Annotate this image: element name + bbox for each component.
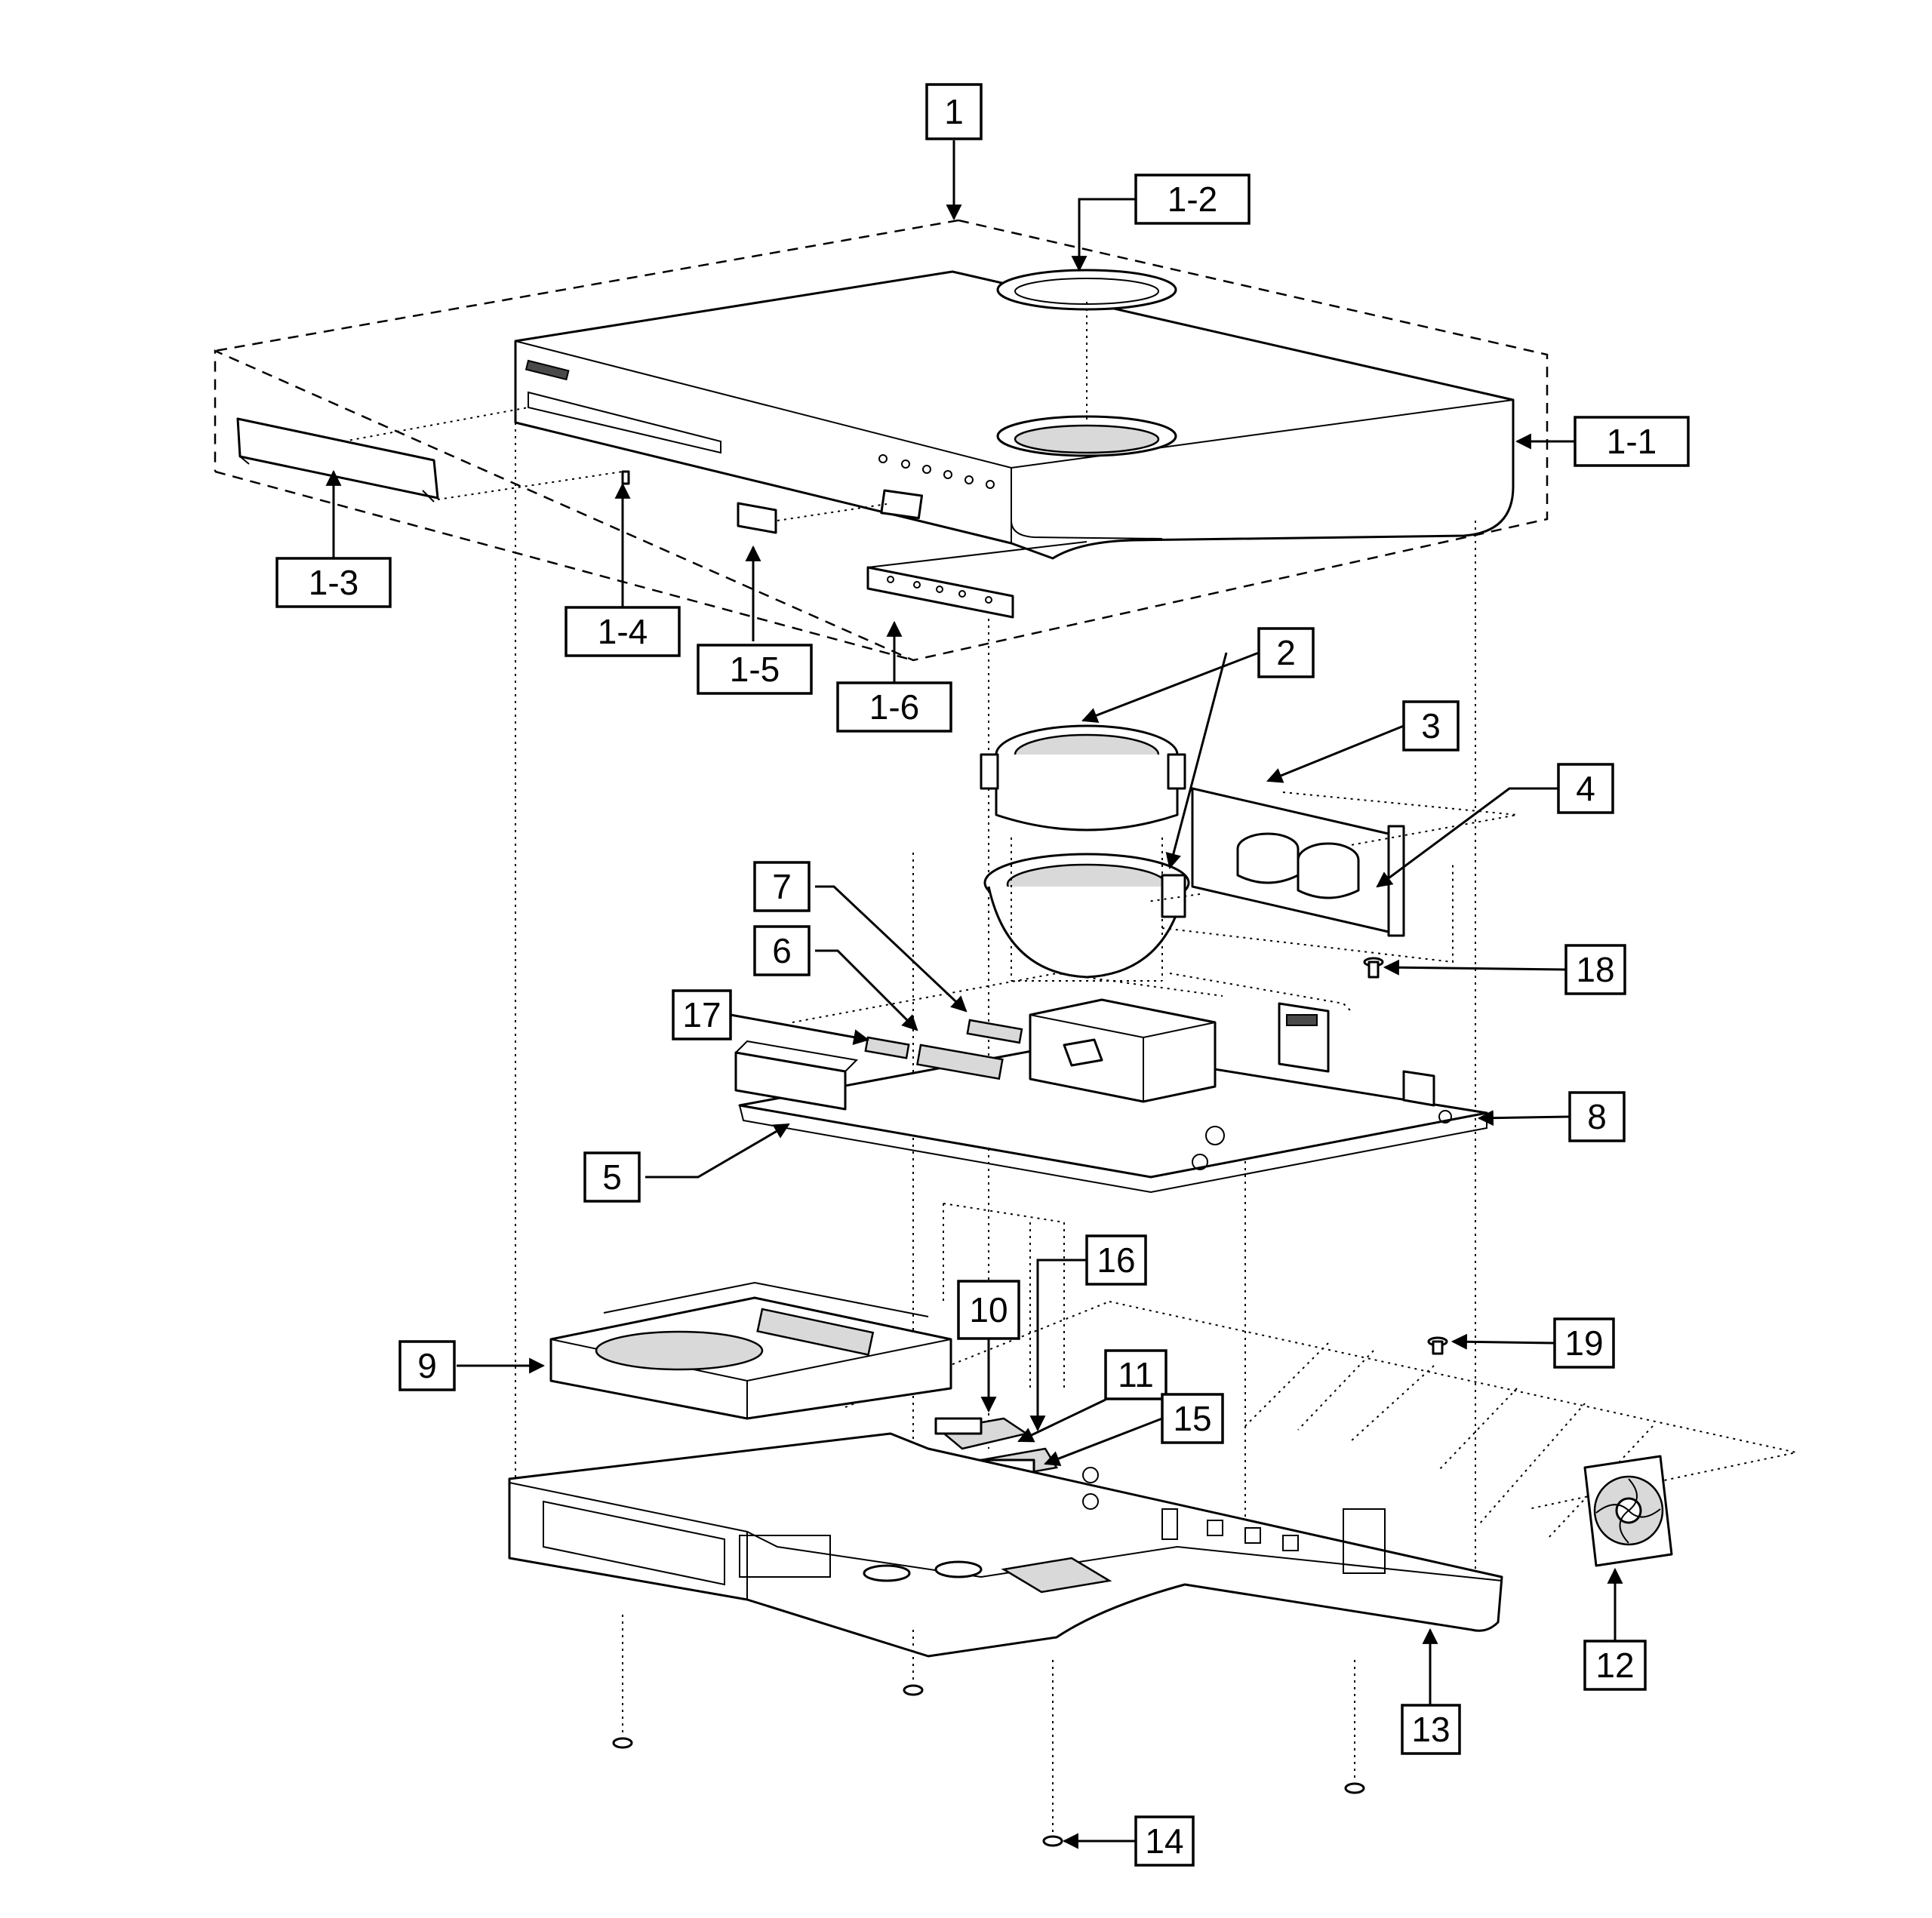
svg-text:19: 19 bbox=[1564, 1323, 1603, 1363]
capacitor-board bbox=[1146, 787, 1518, 937]
callout-1-3: 1-3 bbox=[275, 557, 392, 608]
sub-board-outline bbox=[844, 1203, 1797, 1540]
svg-text:12: 12 bbox=[1595, 1646, 1634, 1685]
svg-text:17: 17 bbox=[682, 995, 721, 1034]
svg-text:1-1: 1-1 bbox=[1607, 422, 1657, 461]
top-cover bbox=[514, 270, 1515, 560]
svg-text:14: 14 bbox=[1145, 1821, 1183, 1861]
main-board bbox=[734, 972, 1488, 1194]
callout-17: 17 bbox=[672, 989, 732, 1040]
callout-8: 8 bbox=[1568, 1091, 1626, 1142]
callout-2: 2 bbox=[1257, 627, 1315, 678]
svg-text:1-3: 1-3 bbox=[309, 563, 358, 602]
callout-6: 6 bbox=[753, 925, 811, 976]
callout-18: 18 bbox=[1564, 944, 1626, 995]
cooling-fan bbox=[1583, 1455, 1673, 1567]
callout-4: 4 bbox=[1557, 763, 1614, 814]
svg-text:11: 11 bbox=[1118, 1355, 1154, 1394]
svg-text:1-6: 1-6 bbox=[869, 687, 919, 727]
callout-11: 11 bbox=[1104, 1349, 1168, 1400]
button-bar bbox=[866, 541, 1088, 619]
callout-15: 15 bbox=[1161, 1393, 1224, 1444]
callout-1-6: 1-6 bbox=[836, 681, 952, 733]
svg-text:9: 9 bbox=[417, 1346, 437, 1385]
svg-text:10: 10 bbox=[969, 1290, 1008, 1329]
svg-text:3: 3 bbox=[1421, 706, 1441, 745]
callout-1: 1 bbox=[925, 83, 983, 140]
svg-text:5: 5 bbox=[602, 1157, 622, 1197]
callout-13: 13 bbox=[1401, 1704, 1461, 1755]
callout-3: 3 bbox=[1402, 700, 1460, 752]
callout-10: 10 bbox=[957, 1280, 1020, 1340]
callout-1-1: 1-1 bbox=[1574, 416, 1690, 467]
feet bbox=[612, 1615, 1365, 1847]
callout-1-2: 1-2 bbox=[1134, 174, 1251, 225]
screw-19 bbox=[1427, 1336, 1448, 1355]
callout-12: 12 bbox=[1583, 1640, 1647, 1691]
usb-bracket bbox=[737, 502, 888, 534]
svg-text:1-4: 1-4 bbox=[598, 612, 648, 651]
svg-text:1-5: 1-5 bbox=[730, 650, 780, 689]
speaker-housing bbox=[980, 724, 1190, 982]
callout-9: 9 bbox=[398, 1340, 456, 1391]
svg-text:6: 6 bbox=[772, 931, 792, 970]
callout-14: 14 bbox=[1134, 1815, 1195, 1867]
svg-text:18: 18 bbox=[1576, 950, 1614, 989]
callout-16: 16 bbox=[1085, 1234, 1147, 1286]
callout-5: 5 bbox=[583, 1151, 641, 1203]
svg-text:1: 1 bbox=[944, 92, 964, 131]
disc-loader bbox=[549, 1281, 952, 1420]
callout-7: 7 bbox=[753, 861, 811, 912]
svg-text:1-2: 1-2 bbox=[1168, 180, 1217, 219]
screw-18 bbox=[1161, 864, 1454, 979]
svg-text:16: 16 bbox=[1097, 1240, 1135, 1280]
callout-1-5: 1-5 bbox=[697, 644, 813, 695]
svg-text:13: 13 bbox=[1411, 1710, 1450, 1749]
front-trim bbox=[236, 407, 623, 503]
svg-text:8: 8 bbox=[1587, 1097, 1607, 1136]
screw-1-4 bbox=[621, 470, 630, 485]
svg-text:7: 7 bbox=[772, 867, 792, 906]
front-buttons bbox=[878, 454, 995, 489]
callout-19: 19 bbox=[1553, 1317, 1615, 1369]
svg-text:4: 4 bbox=[1576, 769, 1595, 808]
cover-assembly-envelope bbox=[214, 219, 1549, 662]
top-ring bbox=[996, 269, 1177, 423]
svg-text:2: 2 bbox=[1276, 633, 1296, 672]
leader-lines bbox=[325, 140, 1623, 1849]
callout-1-4: 1-4 bbox=[565, 606, 681, 657]
svg-text:15: 15 bbox=[1173, 1399, 1211, 1438]
chassis bbox=[508, 1432, 1503, 1658]
